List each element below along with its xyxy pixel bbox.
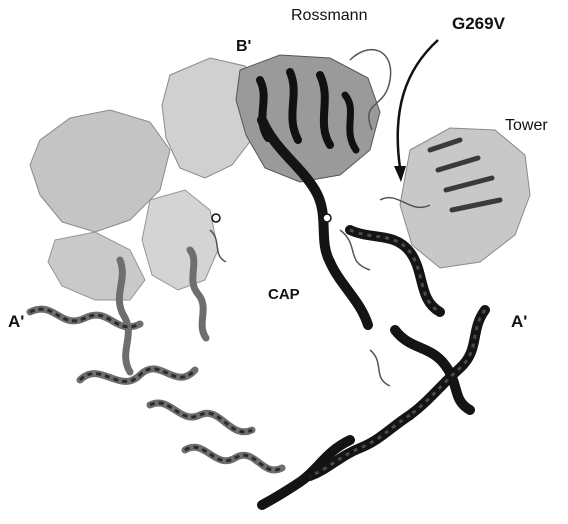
cap-label: CAP — [268, 286, 300, 303]
ligand-markers — [212, 214, 331, 222]
tower-domain-label: Tower — [505, 117, 548, 135]
rossmann-domain-label: Rossmann — [291, 7, 367, 25]
right-tower-domain — [400, 128, 530, 268]
b-prime-label: B' — [236, 38, 251, 56]
left-helix-details — [30, 309, 282, 470]
a-prime-left-label: A' — [8, 312, 24, 332]
a-prime-right-label: A' — [511, 312, 527, 332]
g269v-mutation-label: G269V — [452, 14, 505, 34]
